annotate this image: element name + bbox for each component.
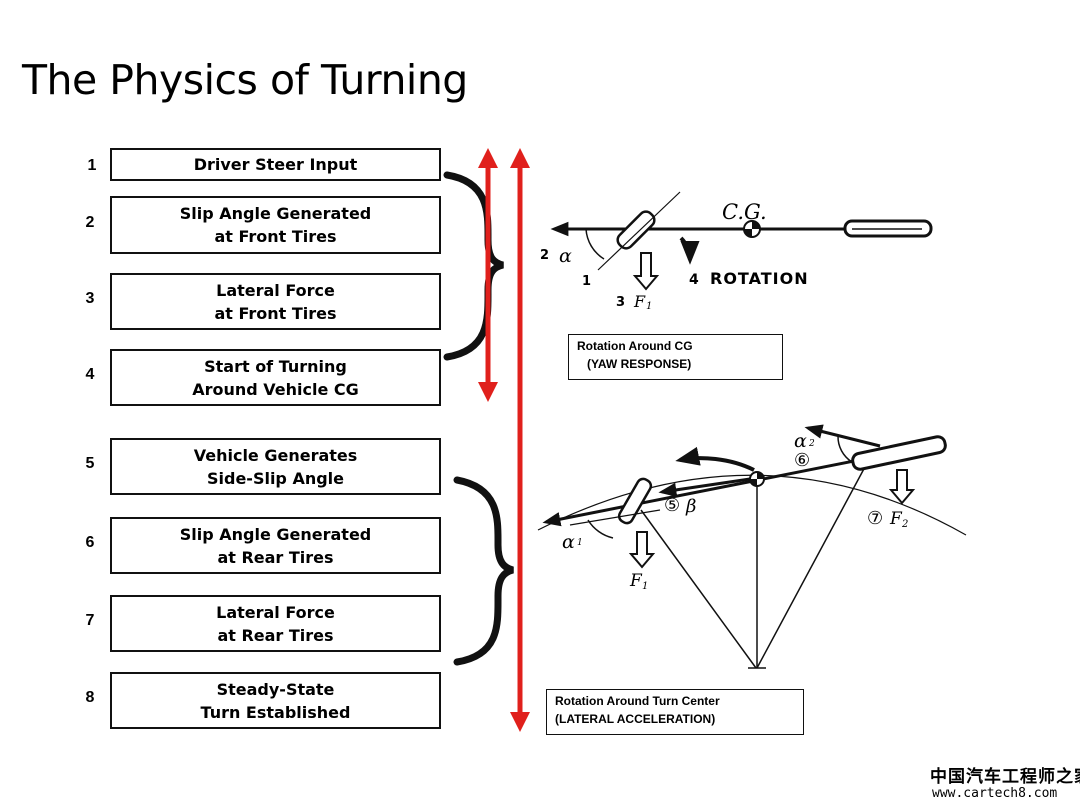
step-text: Start of Turning [204, 356, 347, 376]
rotation-number: 4 [689, 272, 699, 288]
step-text: Around Vehicle CG [192, 379, 359, 399]
rear-slip-number: ⑥ [794, 450, 810, 471]
caption-line: (LATERAL ACCELERATION) [555, 712, 716, 726]
force-arrow-f1 [632, 252, 660, 291]
rotation-arrow [679, 236, 700, 265]
step-number-6: 6 [85, 534, 95, 551]
step-box-3: Lateral Force at Front Tires [110, 273, 441, 330]
step-text: Vehicle Generates [193, 445, 358, 465]
force-arrow-f2 [888, 469, 916, 505]
steer-number: 1 [582, 274, 591, 289]
brace-bottom [453, 476, 514, 666]
step-number-8: 8 [85, 689, 95, 706]
caption-yaw-response: Rotation Around CG (YAW RESPONSE) [568, 334, 783, 380]
step-number-3: 3 [85, 290, 95, 307]
step-text: Lateral Force [216, 602, 335, 622]
front-force-subscript: 1 [642, 581, 648, 592]
step-box-6: Slip Angle Generated at Rear Tires [110, 517, 441, 574]
caption-line: Rotation Around CG [577, 339, 693, 353]
rear-force-label: F [889, 509, 903, 529]
step-box-5: Vehicle Generates Side-Slip Angle [110, 438, 441, 495]
step-number-1: 1 [87, 157, 97, 174]
step-number-7: 7 [85, 612, 95, 629]
step-number-2: 2 [85, 214, 95, 231]
caption-line: (YAW RESPONSE) [587, 357, 692, 371]
step-number-4: 4 [85, 366, 95, 383]
step-box-1: Driver Steer Input [110, 148, 441, 181]
alpha-symbol: α [559, 245, 572, 267]
step-text: Lateral Force [216, 280, 335, 300]
front-tire [616, 210, 656, 250]
top-vehicle-diagram [550, 191, 933, 291]
step-text: Side-Slip Angle [206, 468, 345, 488]
force-number: 3 [616, 295, 625, 310]
brace-top [443, 171, 504, 361]
beta-symbol: β [685, 496, 696, 517]
force-label: F [633, 292, 646, 311]
front-force-label: F [629, 571, 643, 591]
watermark-url: www.cartech8.com [932, 786, 1058, 801]
step-number-5: 5 [85, 455, 95, 472]
rotation-label: ROTATION [710, 269, 809, 288]
step-text: at Front Tires [214, 227, 337, 246]
force-arrow-f1-bottom [628, 531, 656, 569]
bottom-vehicle-diagram [537, 424, 967, 669]
step-text: at Rear Tires [217, 547, 334, 567]
rear-force-number: ⑦ [867, 508, 883, 529]
force-subscript: 1 [646, 301, 652, 312]
front-tire-bottom [617, 477, 653, 525]
step-text: Slip Angle Generated [179, 204, 372, 223]
step-box-8: Steady-State Turn Established [110, 672, 441, 729]
caption-line: Rotation Around Turn Center [555, 694, 720, 708]
step-box-4: Start of Turning Around Vehicle CG [110, 349, 441, 406]
alpha2-symbol: α [794, 430, 807, 452]
caption-lateral-acceleration: Rotation Around Turn Center (LATERAL ACC… [546, 689, 804, 735]
step-text: Slip Angle Generated [179, 524, 372, 544]
alpha1-symbol: α [562, 531, 575, 553]
step-box-2: Slip Angle Generated at Front Tires [110, 196, 441, 254]
beta-number: ⑤ [664, 495, 680, 516]
step-text: Turn Established [200, 702, 351, 722]
alpha1-subscript: 1 [577, 538, 583, 548]
alpha-number: 2 [540, 248, 549, 263]
step-text: Driver Steer Input [193, 155, 358, 174]
step-box-7: Lateral Force at Rear Tires [110, 595, 441, 652]
cg-label: C.G. [722, 200, 767, 224]
page-title: The Physics of Turning [22, 56, 468, 104]
alpha2-subscript: 2 [808, 439, 815, 449]
step-text: Steady-State [216, 679, 335, 699]
rear-tire-bottom [851, 435, 947, 471]
watermark-site-name: 中国汽车工程师之家 [930, 767, 1080, 787]
step-text: at Front Tires [214, 303, 337, 323]
rear-force-subscript: 2 [901, 519, 908, 530]
step-text: at Rear Tires [217, 625, 334, 645]
